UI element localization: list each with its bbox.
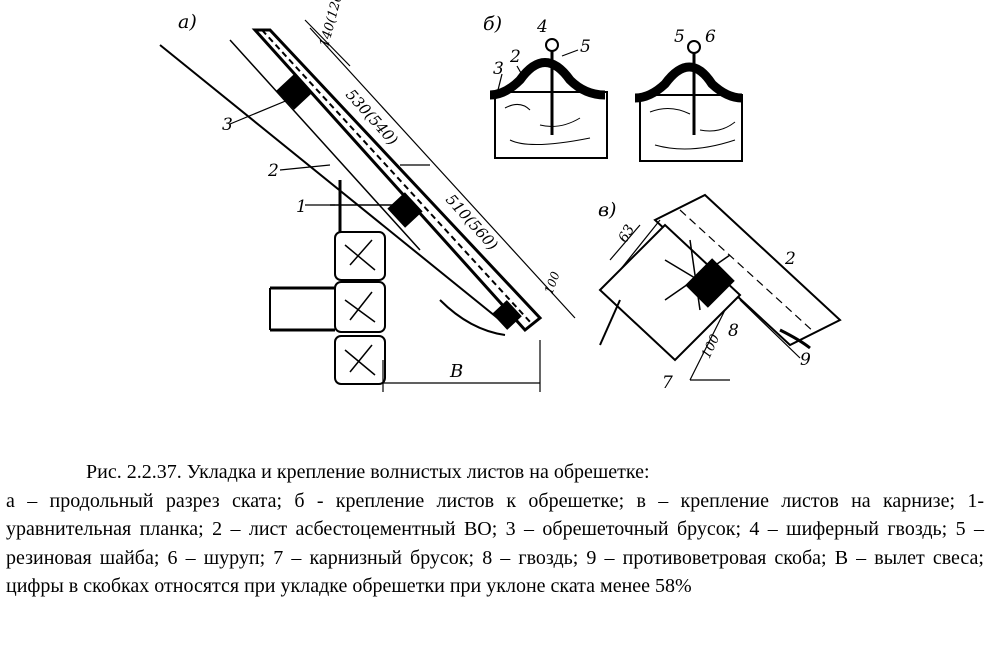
panel-c-eaves [598, 193, 842, 381]
label-a-3: 3 [222, 115, 233, 135]
caption-body: а – продольный разрез ската; б - креплен… [6, 489, 984, 598]
dim-c-100: 100 [699, 332, 723, 361]
batten-lower [387, 192, 423, 228]
batten-upper [276, 74, 312, 110]
caption-title: Рис. 2.2.37. Укладка и крепление волнист… [86, 461, 650, 483]
dim-label-top: 140(120) [317, 0, 347, 49]
label-b-5r: 5 [674, 27, 685, 47]
panel-b-right [634, 40, 743, 162]
label-b-3: 3 [493, 59, 504, 79]
panel-a-section [159, 19, 576, 392]
label-b-6: 6 [705, 27, 716, 47]
label-c-9: 9 [800, 350, 811, 370]
label-a-2: 2 [267, 161, 279, 181]
roof-sheet-diagram: а) 140(120) 530(540) 510(560) 100 В 3 2 … [159, 0, 842, 393]
dim-c-63: 63 [615, 222, 638, 246]
panel-a-letter: а) [178, 11, 197, 33]
label-a-1: 1 [296, 197, 307, 217]
label-c-8: 8 [728, 321, 739, 341]
wall-blocks [334, 231, 386, 385]
label-c-7: 7 [662, 373, 673, 393]
panel-b-letter: б) [483, 13, 502, 35]
dim-label-b: В [449, 361, 463, 382]
figure-caption: Рис. 2.2.37. Укладка и крепление волнист… [6, 458, 984, 601]
label-b-4: 4 [536, 17, 548, 37]
label-c-2: 2 [784, 249, 796, 269]
label-b-5: 5 [580, 37, 591, 57]
dim-label-end: 100 [542, 269, 563, 296]
panel-b-left [489, 38, 608, 159]
panel-c-letter: в) [598, 199, 616, 221]
label-b-2: 2 [509, 47, 521, 67]
